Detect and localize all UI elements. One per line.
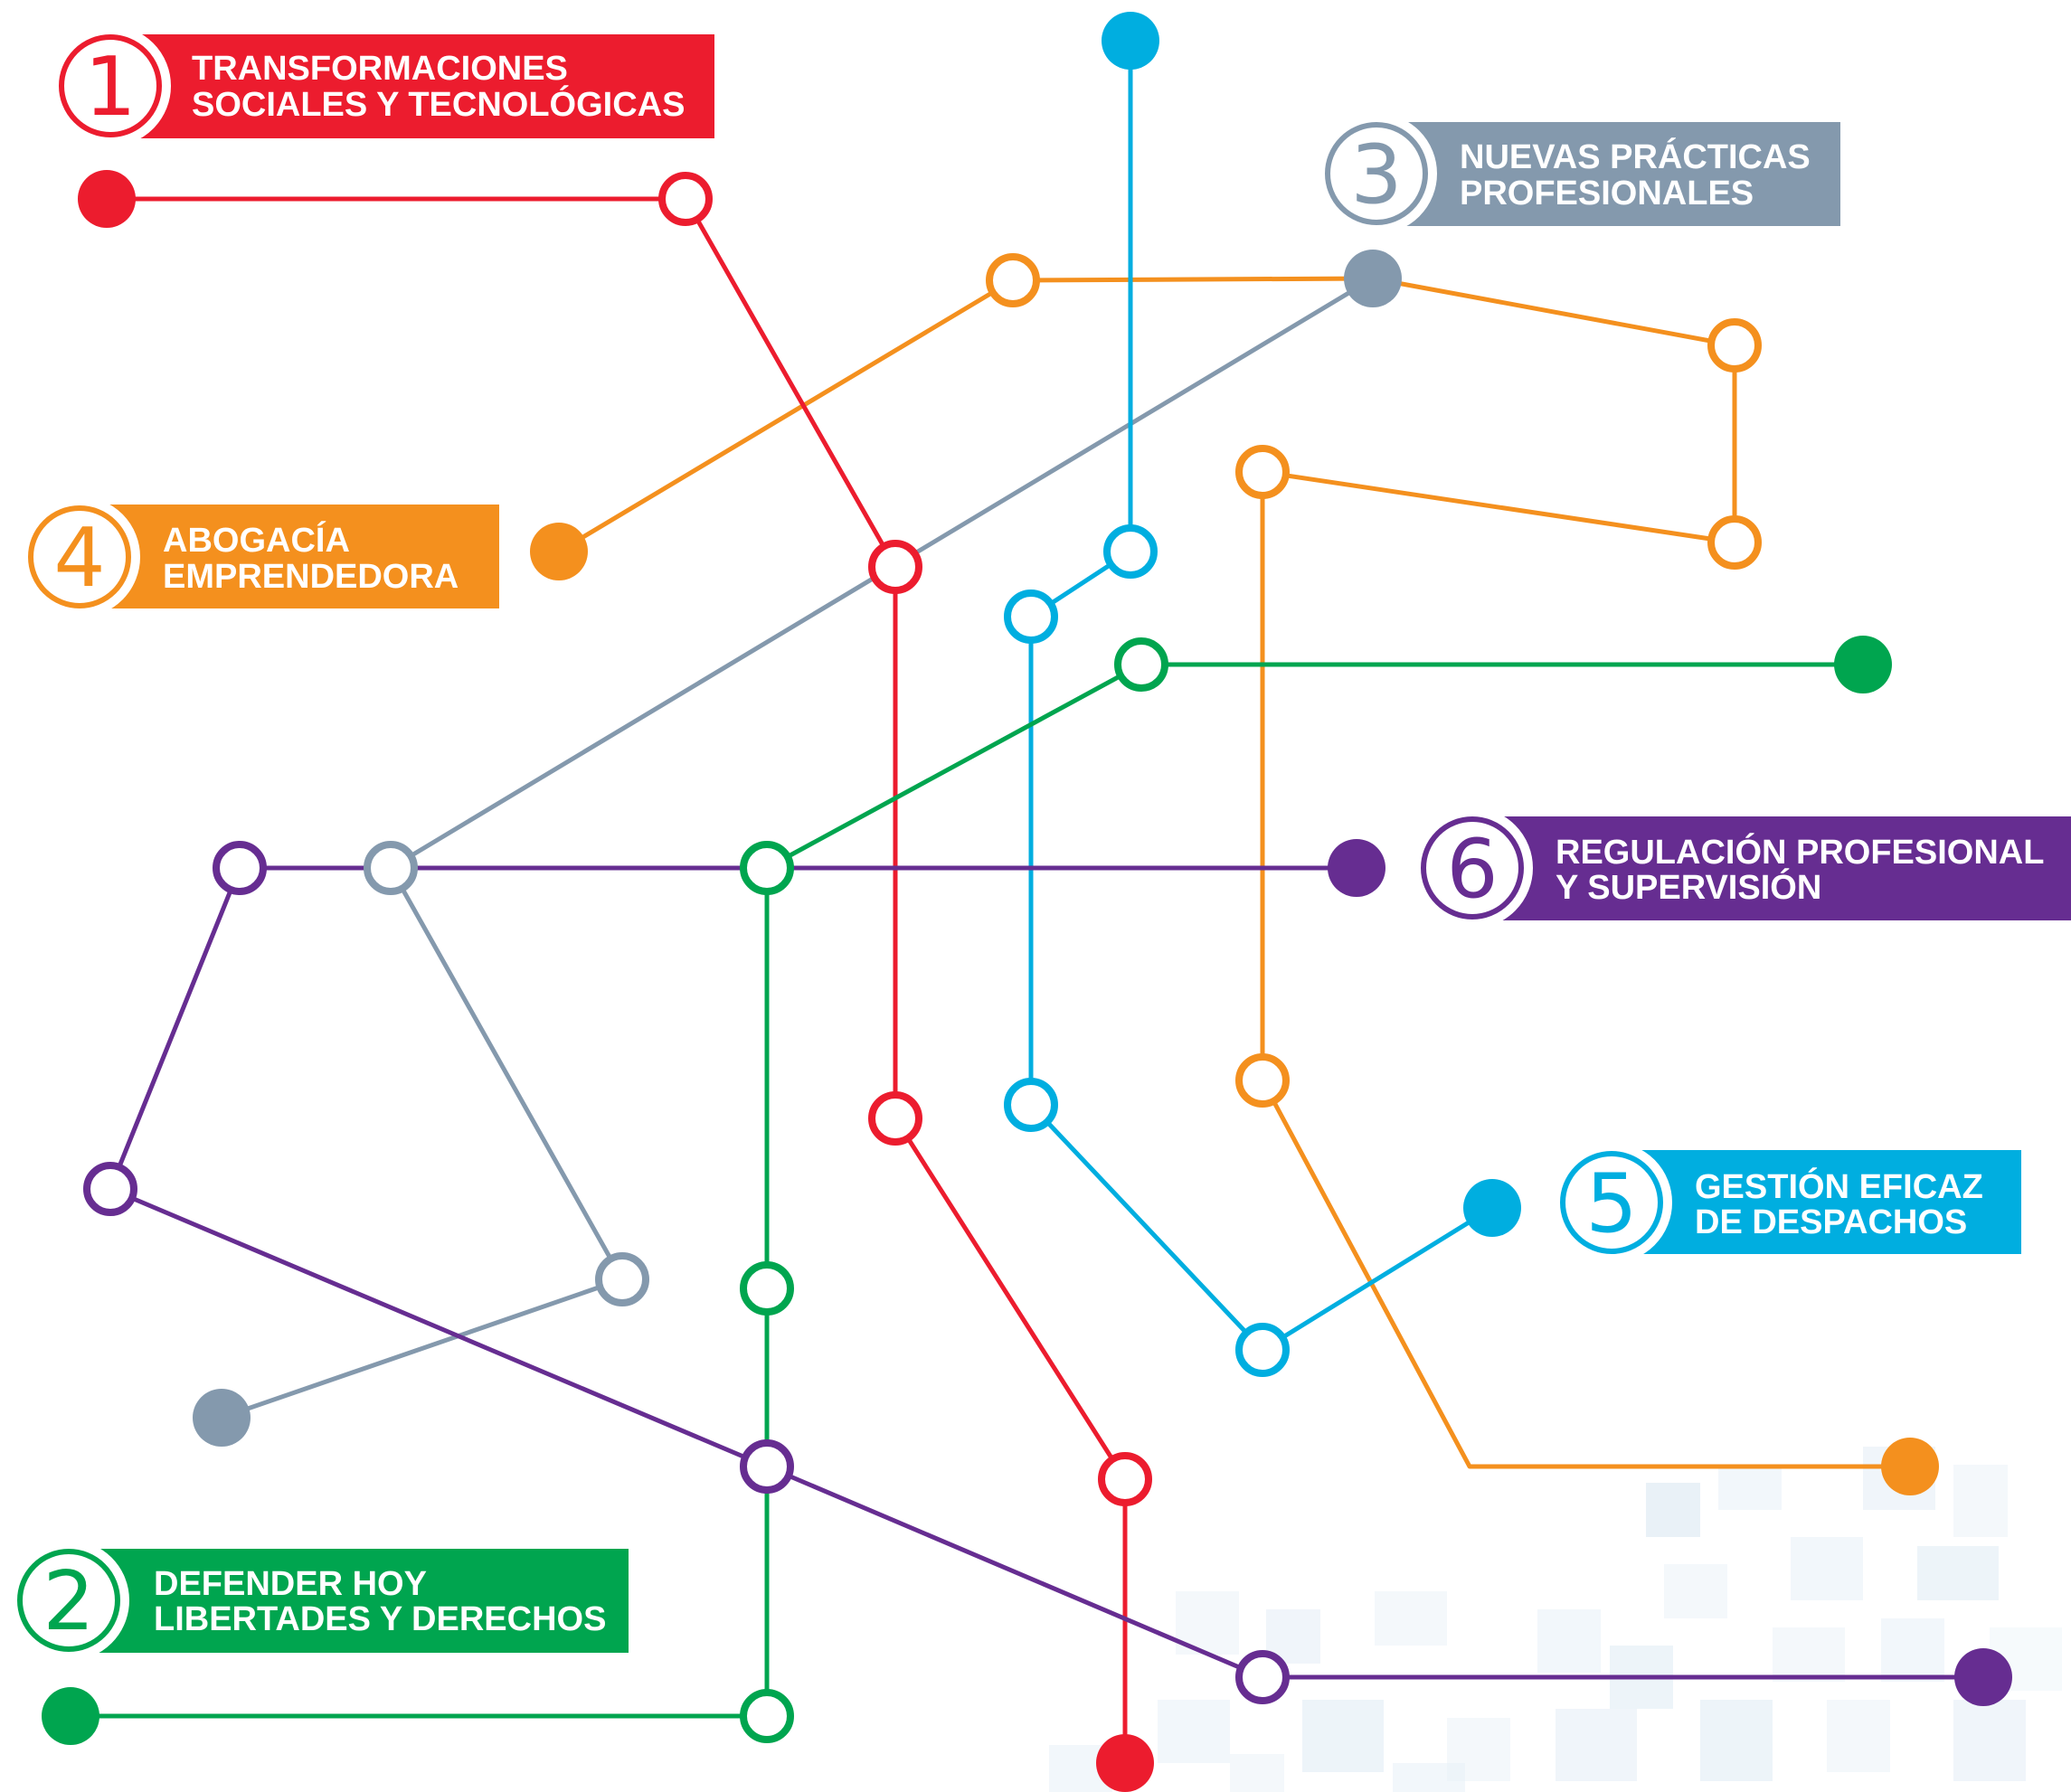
label-line: GESTIÓN EFICAZ: [1695, 1166, 1983, 1206]
station: [1114, 637, 1168, 692]
station-end: [42, 1687, 99, 1745]
label-line: Y SUPERVISIÓN: [1556, 867, 1821, 907]
label-line: DE DESPACHOS: [1695, 1203, 1967, 1241]
label-2-defender-hoy: 2 DEFENDER HOY LIBERTADES Y DERECHOS: [8, 1540, 629, 1661]
station: [1235, 1650, 1290, 1704]
station-end: [1344, 250, 1402, 307]
station-end: [193, 1389, 251, 1447]
label-number: 6: [1446, 822, 1498, 917]
station: [740, 841, 794, 895]
label-number: 3: [1350, 127, 1402, 222]
station: [1004, 589, 1058, 644]
station: [1235, 1053, 1290, 1108]
station: [364, 841, 418, 895]
station: [1004, 1078, 1058, 1132]
station: [658, 172, 713, 226]
station: [213, 841, 267, 895]
station: [1103, 524, 1158, 579]
label-line: DEFENDER HOY: [154, 1565, 427, 1603]
station-end: [1834, 636, 1892, 693]
station: [740, 1261, 794, 1316]
label-line: LIBERTADES Y DERECHOS: [154, 1600, 606, 1638]
station: [1707, 515, 1762, 570]
label-line: REGULACIÓN PROFESIONAL: [1556, 832, 2044, 872]
station-end: [530, 523, 588, 580]
station: [986, 253, 1040, 307]
line-red: [104, 196, 1128, 1766]
label-line: SOCIALES Y TECNOLÓGICAS: [192, 84, 685, 124]
label-number: 1: [84, 40, 136, 135]
label-line: ABOGACÍA: [163, 520, 350, 560]
station: [1235, 1323, 1290, 1377]
label-number: 5: [1585, 1156, 1637, 1251]
line-blue: [1028, 38, 1495, 1353]
station-end: [1096, 1734, 1154, 1792]
station: [740, 1689, 794, 1743]
station: [1098, 1452, 1152, 1506]
station: [1707, 318, 1762, 373]
pixel-background: [1049, 1447, 2062, 1792]
label-5-gestion-eficaz: 5 GESTIÓN EFICAZ DE DESPACHOS: [1551, 1142, 2021, 1263]
station-end: [1102, 12, 1159, 70]
station-end: [1954, 1648, 2012, 1706]
label-3-nuevas-practicas: 3 NUEVAS PRÁCTICAS PROFESIONALES: [1316, 113, 1840, 234]
station: [83, 1162, 137, 1216]
station: [868, 1091, 922, 1146]
label-number: 2: [43, 1554, 94, 1649]
station: [740, 1439, 794, 1494]
label-number: 4: [53, 511, 105, 606]
label-1-transformaciones: 1 TRANSFORMACIONES SOCIALES Y TECNOLÓGIC…: [50, 25, 714, 146]
station: [868, 540, 922, 594]
label-line: TRANSFORMACIONES: [192, 50, 568, 88]
station: [595, 1252, 649, 1306]
line-purple: [108, 865, 1986, 1680]
label-line: PROFESIONALES: [1460, 174, 1754, 212]
label-line: EMPRENDEDORA: [163, 558, 459, 596]
station-end: [1328, 839, 1385, 897]
station-end: [78, 170, 136, 228]
label-line: NUEVAS PRÁCTICAS: [1460, 137, 1811, 176]
label-4-abogacia-emprendedora: 4 ABOGACÍA EMPRENDEDORA: [19, 496, 499, 618]
station-end: [1463, 1179, 1521, 1237]
station: [1235, 445, 1290, 499]
label-6-regulacion-profesional: 6 REGULACIÓN PROFESIONAL Y SUPERVISIÓN: [1412, 807, 2071, 929]
station-end: [1881, 1438, 1939, 1495]
